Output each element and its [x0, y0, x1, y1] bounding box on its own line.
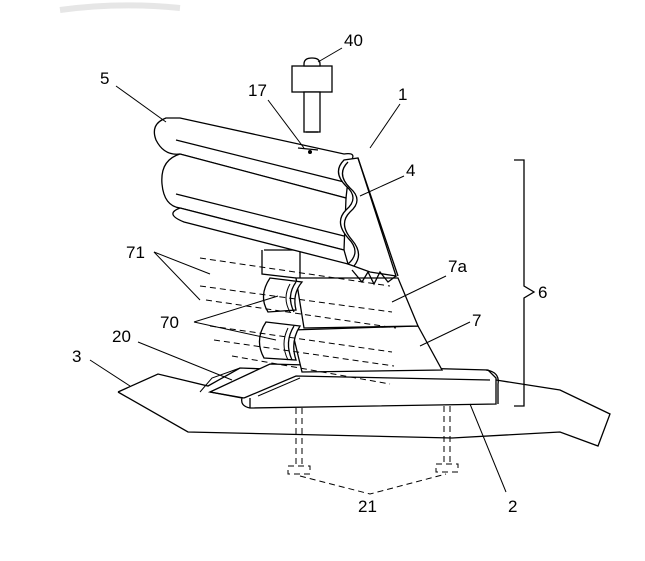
label-20: 20: [112, 327, 131, 346]
bracket-6: [514, 159, 536, 407]
label-70: 70: [160, 313, 179, 332]
label-4: 4: [406, 161, 415, 180]
post-body-7: [261, 249, 444, 373]
label-7a: 7a: [448, 257, 467, 276]
label-21: 21: [358, 497, 377, 516]
anchor-bolts-21: [287, 406, 459, 495]
hidden-lines-71: [199, 257, 397, 385]
label-1: 1: [398, 85, 407, 104]
spacer-block-70-lower: [258, 321, 302, 361]
label-17: 17: [248, 81, 267, 100]
spacer-block-70-upper: [262, 277, 304, 313]
connection-point-17: [297, 147, 319, 154]
label-2: 2: [508, 497, 517, 516]
tool-40: [291, 57, 333, 133]
label-3: 3: [72, 347, 81, 366]
label-40: 40: [344, 31, 363, 50]
label-6: 6: [538, 283, 547, 302]
footing-element-2: [207, 363, 499, 409]
label-5: 5: [100, 69, 109, 88]
base-plate-3: [117, 367, 611, 447]
leader-lines: [89, 47, 507, 493]
label-71: 71: [126, 243, 145, 262]
label-7: 7: [472, 311, 481, 330]
guard-rail-beam-5: [153, 117, 399, 286]
scan-smudge: [59, 2, 181, 13]
